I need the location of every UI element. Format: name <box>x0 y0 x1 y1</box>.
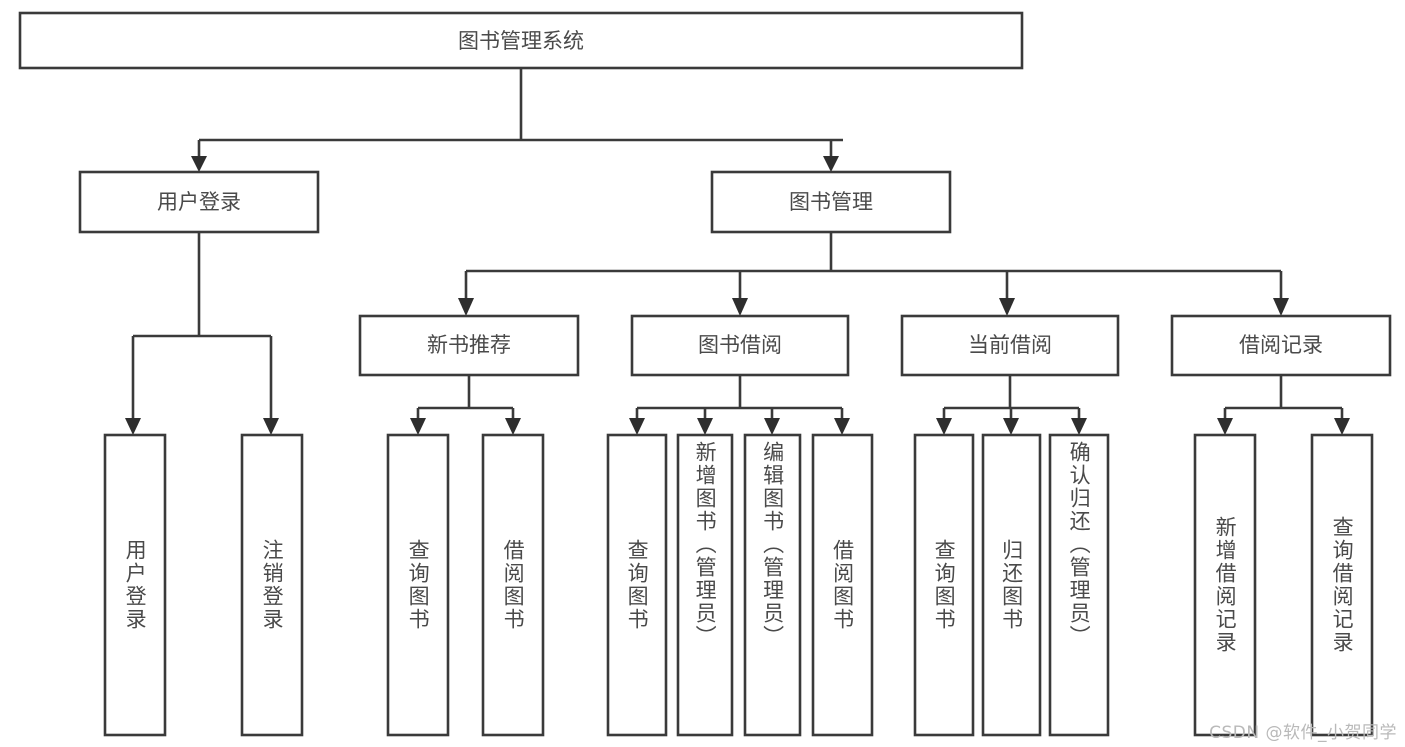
arrow-br-l1-icon <box>1217 418 1233 435</box>
node-book-borrow-box[interactable] <box>630 314 850 377</box>
arrow-bb-l4-icon <box>834 418 850 435</box>
leaf-query-book-1-box[interactable] <box>386 433 450 737</box>
node-new-book-recommend-label: 新书推荐 <box>427 333 511 357</box>
arrow-newbook-l2-icon <box>505 418 521 435</box>
node-book-manage-box[interactable] <box>710 170 952 234</box>
arrow-bm-bookborrow-icon <box>732 298 748 316</box>
leaf-add-book-admin-box[interactable] <box>676 433 734 737</box>
node-book-manage[interactable]: 图书管理 <box>710 170 952 234</box>
arrow-bb-l3-icon <box>764 418 780 435</box>
arrow-root-to-book-manage-icon <box>823 156 839 172</box>
leaf-query-book-2-box[interactable] <box>606 433 668 737</box>
leaf-logout-login-box[interactable] <box>240 433 304 737</box>
node-new-book-recommend-box[interactable] <box>358 314 580 377</box>
node-book-borrow-label: 图书借阅 <box>698 333 782 357</box>
leaf-borrow-book-2-box[interactable] <box>811 433 874 737</box>
leaf-box-group <box>103 433 1374 737</box>
watermark-text: CSDN @软件_小贺同学 <box>1209 723 1397 743</box>
node-user-login-box[interactable] <box>78 170 320 234</box>
arrow-bm-currentborrow-icon <box>999 298 1015 316</box>
node-root-label: 图书管理系统 <box>458 29 584 53</box>
leaf-borrow-book-1-box[interactable] <box>481 433 545 737</box>
arrow-bm-newbook-icon <box>458 298 474 316</box>
leaf-add-borrow-record-box[interactable] <box>1193 433 1257 737</box>
arrow-cb-l3-icon <box>1071 418 1087 435</box>
node-borrow-record-label: 借阅记录 <box>1239 333 1323 357</box>
arrow-userlogin-leaf2-icon <box>263 418 279 435</box>
arrow-bm-borrowrecord-icon <box>1273 298 1289 316</box>
leaf-query-book-3-box[interactable] <box>913 433 975 737</box>
node-root[interactable]: 图书管理系统 <box>18 11 1024 70</box>
node-current-borrow[interactable]: 当前借阅 <box>900 314 1120 377</box>
leaf-edit-book-admin-box[interactable] <box>743 433 802 737</box>
arrow-br-l2-icon <box>1334 418 1350 435</box>
arrow-bb-l1-icon <box>629 418 645 435</box>
arrow-bb-l2-icon <box>697 418 713 435</box>
arrow-newbook-l1-icon <box>410 418 426 435</box>
node-book-manage-label: 图书管理 <box>789 190 873 214</box>
node-book-borrow[interactable]: 图书借阅 <box>630 314 850 377</box>
node-borrow-record-box[interactable] <box>1170 314 1392 377</box>
node-user-login-label: 用户登录 <box>157 190 241 214</box>
leaf-return-book-box[interactable] <box>981 433 1042 737</box>
leaf-query-borrow-record-box[interactable] <box>1310 433 1374 737</box>
node-current-borrow-box[interactable] <box>900 314 1120 377</box>
arrow-userlogin-leaf1-icon <box>125 418 141 435</box>
leaf-user-login-box[interactable] <box>103 433 167 737</box>
arrow-root-to-user-login-icon <box>191 156 207 172</box>
node-user-login[interactable]: 用户登录 <box>78 170 320 234</box>
connector-group <box>125 68 1350 435</box>
node-new-book-recommend[interactable]: 新书推荐 <box>358 314 580 377</box>
node-current-borrow-label: 当前借阅 <box>968 333 1052 357</box>
node-borrow-record[interactable]: 借阅记录 <box>1170 314 1392 377</box>
arrow-cb-l1-icon <box>936 418 952 435</box>
node-root-box[interactable] <box>18 11 1024 70</box>
leaf-confirm-return-admin-box[interactable] <box>1048 433 1110 737</box>
arrow-cb-l2-icon <box>1003 418 1019 435</box>
